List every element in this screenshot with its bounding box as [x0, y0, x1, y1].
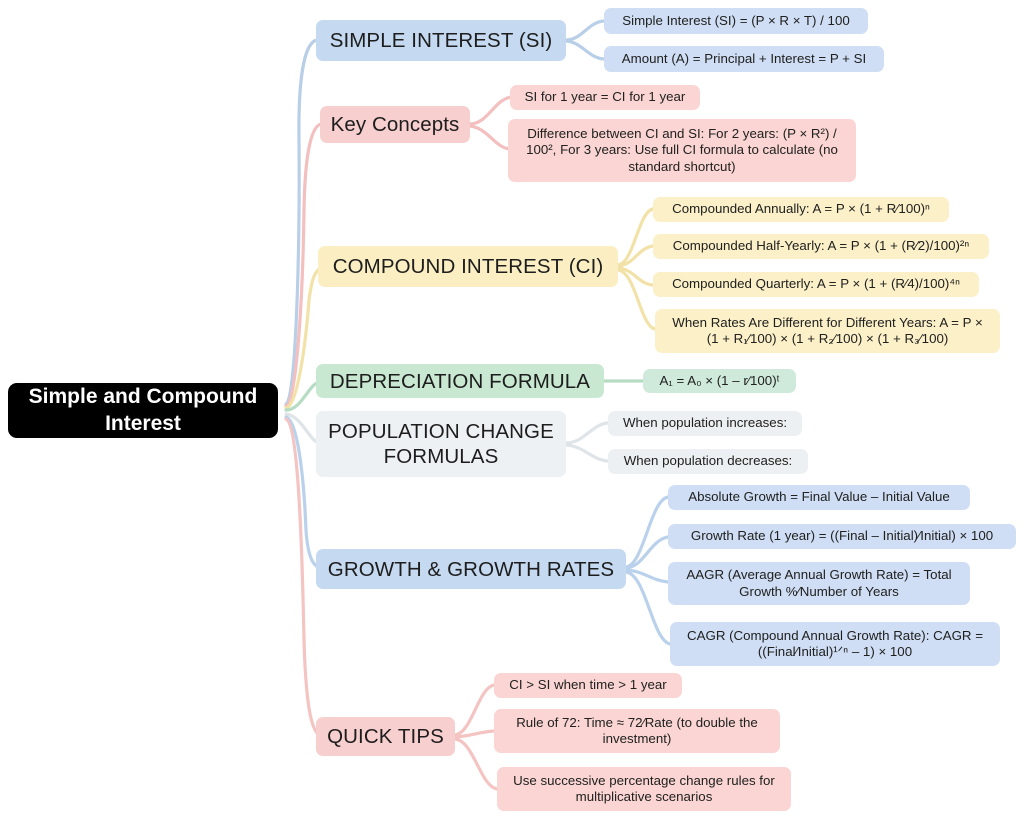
leaf-node-ci-quarterly[interactable]: Compounded Quarterly: A = P × (1 + (R⁄4)…	[653, 272, 979, 297]
leaf-label-growth-rate-1-year: Growth Rate (1 year) = ((Final – Initial…	[690, 528, 994, 544]
root-node[interactable]: Simple and Compound Interest	[8, 383, 278, 438]
edge-ci-child-2	[616, 244, 655, 268]
leaf-node-aagr[interactable]: AAGR (Average Annual Growth Rate) = Tota…	[668, 562, 970, 605]
leaf-node-ci-different-rates[interactable]: When Rates Are Different for Different Y…	[655, 309, 1000, 353]
leaf-node-ci-half-yearly[interactable]: Compounded Half-Yearly: A = P × (1 + (R⁄…	[653, 234, 989, 259]
leaf-label-ci-quarterly: Compounded Quarterly: A = P × (1 + (R⁄4)…	[672, 276, 960, 292]
leaf-label-ci-different-rates: When Rates Are Different for Different Y…	[672, 314, 983, 346]
leaf-node-population-increases[interactable]: When population increases:	[608, 411, 802, 436]
edge-pop-child-2	[564, 443, 610, 463]
edge-pop-child-1	[564, 421, 610, 445]
leaf-node-ci-greater-than-si[interactable]: CI > SI when time > 1 year	[494, 673, 682, 698]
edge-qt-child-3	[453, 737, 499, 791]
leaf-label-population-increases: When population increases:	[622, 415, 788, 431]
leaf-label-population-decreases: When population decreases:	[623, 453, 793, 469]
leaf-node-si-amount[interactable]: Amount (A) = Principal + Interest = P + …	[604, 46, 884, 72]
leaf-label-si-amount: Amount (A) = Principal + Interest = P + …	[621, 50, 867, 66]
edge-si-child-1	[564, 19, 606, 42]
branch-label-population-change: POPULATION CHANGE FORMULAS	[328, 420, 554, 468]
branch-label-quick-tips: QUICK TIPS	[327, 725, 444, 748]
leaf-node-absolute-growth[interactable]: Absolute Growth = Final Value – Initial …	[668, 485, 970, 510]
leaf-label-ci-greater-than-si: CI > SI when time > 1 year	[509, 677, 667, 693]
leaf-label-depreciation-formula: A₁ = A₀ × (1 – r⁄100)ᵗ	[659, 372, 780, 388]
branch-node-compound-interest[interactable]: COMPOUND INTEREST (CI)	[318, 246, 618, 287]
leaf-label-rule-of-72: Rule of 72: Time ≈ 72⁄Rate (to double th…	[516, 714, 758, 746]
leaf-node-successive-percentage[interactable]: Use successive percentage change rules f…	[497, 767, 791, 811]
edge-root-simple-interest	[284, 38, 319, 406]
edge-kc-child-2	[468, 124, 512, 151]
branch-node-key-concepts[interactable]: Key Concepts	[320, 106, 470, 143]
edge-gr-child-3	[624, 568, 670, 584]
edge-ci-child-3	[616, 266, 655, 287]
leaf-node-si-formula[interactable]: Simple Interest (SI) = (P × R × T) / 100	[604, 8, 868, 34]
leaf-label-ci-half-yearly: Compounded Half-Yearly: A = P × (1 + (R⁄…	[672, 238, 970, 254]
leaf-node-population-decreases[interactable]: When population decreases:	[608, 449, 808, 474]
branch-label-key-concepts: Key Concepts	[330, 113, 460, 136]
branch-node-quick-tips[interactable]: QUICK TIPS	[316, 717, 455, 756]
edge-gr-child-2	[624, 535, 670, 570]
leaf-label-cagr: CAGR (Compound Annual Growth Rate): CAGR…	[687, 627, 983, 659]
branch-node-depreciation[interactable]: DEPRECIATION FORMULA	[316, 364, 604, 398]
leaf-label-kc-si-equals-ci: SI for 1 year = CI for 1 year	[524, 89, 686, 105]
leaf-label-successive-percentage: Use successive percentage change rules f…	[513, 772, 775, 804]
edge-root-key-concepts	[284, 122, 323, 408]
leaf-node-ci-annually[interactable]: Compounded Annually: A = P × (1 + R⁄100)…	[653, 197, 949, 222]
leaf-node-cagr[interactable]: CAGR (Compound Annual Growth Rate): CAGR…	[670, 622, 1000, 666]
leaf-label-ci-annually: Compounded Annually: A = P × (1 + R⁄100)…	[672, 201, 930, 217]
edge-si-child-2	[564, 39, 606, 61]
leaf-node-kc-si-equals-ci[interactable]: SI for 1 year = CI for 1 year	[510, 85, 700, 110]
leaf-label-aagr: AAGR (Average Annual Growth Rate) = Tota…	[686, 567, 952, 599]
leaf-label-absolute-growth: Absolute Growth = Final Value – Initial …	[688, 489, 950, 505]
branch-node-growth-rates[interactable]: GROWTH & GROWTH RATES	[316, 549, 626, 589]
root-node-label: Simple and Compound Interest	[28, 385, 258, 435]
branch-node-population-change[interactable]: POPULATION CHANGE FORMULAS	[316, 411, 566, 477]
leaf-node-depreciation-formula[interactable]: A₁ = A₀ × (1 – r⁄100)ᵗ	[643, 369, 796, 393]
edge-ci-child-4	[616, 268, 657, 331]
leaf-label-kc-difference: Difference between CI and SI: For 2 year…	[526, 126, 838, 174]
leaf-node-rule-of-72[interactable]: Rule of 72: Time ≈ 72⁄Rate (to double th…	[494, 709, 780, 753]
leaf-label-si-formula: Simple Interest (SI) = (P × R × T) / 100	[622, 12, 850, 28]
edge-ci-child-1	[616, 207, 655, 267]
edge-gr-child-1	[624, 495, 670, 569]
leaf-node-kc-difference[interactable]: Difference between CI and SI: For 2 year…	[508, 119, 856, 182]
branch-label-compound-interest: COMPOUND INTEREST (CI)	[332, 255, 604, 278]
branch-label-simple-interest: SIMPLE INTEREST (SI)	[329, 29, 553, 52]
edge-qt-child-1	[453, 683, 496, 737]
leaf-node-growth-rate-1-year[interactable]: Growth Rate (1 year) = ((Final – Initial…	[668, 524, 1016, 549]
branch-label-growth-rates: GROWTH & GROWTH RATES	[327, 557, 615, 581]
edge-gr-child-4	[624, 570, 672, 646]
edge-kc-child-1	[468, 95, 514, 126]
edge-qt-child-2	[453, 729, 496, 739]
branch-label-depreciation: DEPRECIATION FORMULA	[329, 369, 591, 393]
branch-node-simple-interest[interactable]: SIMPLE INTEREST (SI)	[316, 20, 566, 61]
